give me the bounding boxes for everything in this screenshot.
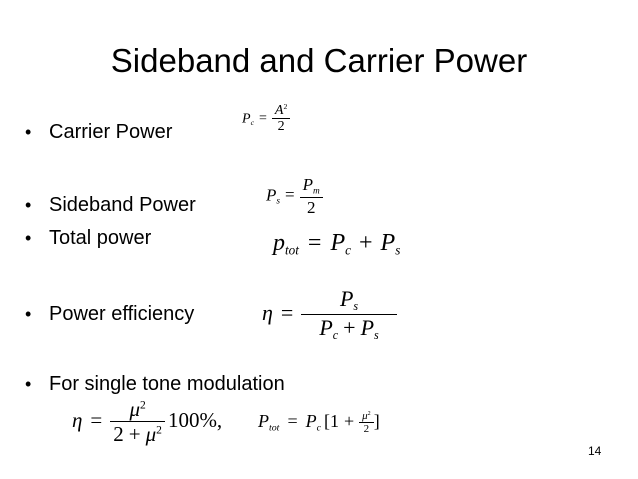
slide-title: Sideband and Carrier Power <box>110 42 528 79</box>
eq-subscript: c <box>332 327 339 342</box>
eq-symbol: p <box>273 230 285 256</box>
bullet-carrier-power: • Carrier Power <box>25 121 172 144</box>
eq-operator: + <box>343 314 356 340</box>
eq-operator: = <box>285 185 295 205</box>
eq-subscript: s <box>374 327 379 342</box>
eq-superscript: 2 <box>367 411 371 418</box>
bullet-label: For single tone modulation <box>49 373 285 395</box>
eq-subscript: c <box>316 422 321 434</box>
eq-denominator: 2 <box>363 423 370 436</box>
eq-symbol: A <box>274 103 284 118</box>
eq-symbol: η <box>262 299 273 325</box>
eq-bracket-open: [1 <box>323 411 339 431</box>
eq-symbol: μ <box>129 397 140 421</box>
eq-numerator: μ2 <box>110 397 165 423</box>
eq-symbol: η <box>72 407 83 432</box>
bullet-label: Total power <box>49 227 152 249</box>
eq-symbol: P <box>360 314 375 340</box>
eq-operator: = <box>280 299 294 325</box>
bullet-label: Sideband Power <box>49 194 196 216</box>
eq-tail: 100%, <box>167 407 223 432</box>
eq-denominator: 2+μ2 <box>110 422 165 446</box>
eq-symbol: P <box>242 111 251 127</box>
eq-symbol: P <box>266 185 277 205</box>
eq-operator: + <box>343 411 355 431</box>
eq-superscript: 2 <box>283 102 288 111</box>
eq-subscript: s <box>276 196 281 207</box>
bullet-label: Carrier Power <box>49 121 173 143</box>
eq-operator: = <box>258 111 267 127</box>
eq-subscript: s <box>395 242 401 258</box>
eq-symbol: P <box>305 411 317 431</box>
bullet-icon: • <box>25 122 32 142</box>
eq-symbol: P <box>302 175 314 194</box>
bullet-icon: • <box>25 374 32 394</box>
eq-superscript: 2 <box>156 424 162 437</box>
bullet-total-power: • Total power <box>25 227 151 250</box>
page-number: 14 <box>588 444 602 458</box>
eq-superscript: 2 <box>139 399 146 412</box>
eq-operator: + <box>359 230 373 256</box>
eq-symbol: P <box>319 314 333 340</box>
eq-numerator: A2 <box>271 102 291 120</box>
eq-symbol: P <box>380 230 396 256</box>
equation-total-power: ptot = Pc + Ps <box>273 230 400 259</box>
eq-number: 2 <box>113 422 124 447</box>
eq-symbol: P <box>258 411 269 431</box>
eq-operator: = <box>90 407 103 432</box>
eq-subscript: tot <box>269 422 280 434</box>
bullet-label: Power efficiency <box>49 303 195 325</box>
eq-subscript: c <box>250 118 254 128</box>
eq-bracket-close: ] <box>373 411 380 431</box>
eq-subscript: tot <box>285 242 299 258</box>
eq-denominator: 2 <box>277 119 285 135</box>
eq-symbol: P <box>330 230 346 256</box>
eq-numerator: Pm <box>299 175 323 198</box>
eq-operator: = <box>307 230 322 256</box>
eq-symbol: μ <box>145 422 157 447</box>
bullet-power-efficiency: • Power efficiency <box>25 303 194 326</box>
bullet-icon: • <box>25 304 32 324</box>
eq-denominator: Pc+Ps <box>301 315 396 343</box>
bullet-icon: • <box>25 195 32 215</box>
eq-subscript: s <box>353 299 359 314</box>
eq-numerator: μ2 <box>359 410 374 424</box>
eq-symbol: μ <box>362 410 368 422</box>
eq-symbol: P <box>339 286 354 311</box>
eq-operator: = <box>287 411 298 431</box>
bullet-icon: • <box>25 228 32 248</box>
eq-numerator: Ps <box>301 286 397 315</box>
eq-subscript: m <box>313 186 320 197</box>
eq-operator: + <box>128 422 141 447</box>
bullet-sideband-power: • Sideband Power <box>25 194 196 217</box>
eq-denominator: 2 <box>306 197 316 217</box>
eq-subscript: c <box>345 242 351 258</box>
bullet-single-tone-modulation: • For single tone modulation <box>25 373 285 396</box>
